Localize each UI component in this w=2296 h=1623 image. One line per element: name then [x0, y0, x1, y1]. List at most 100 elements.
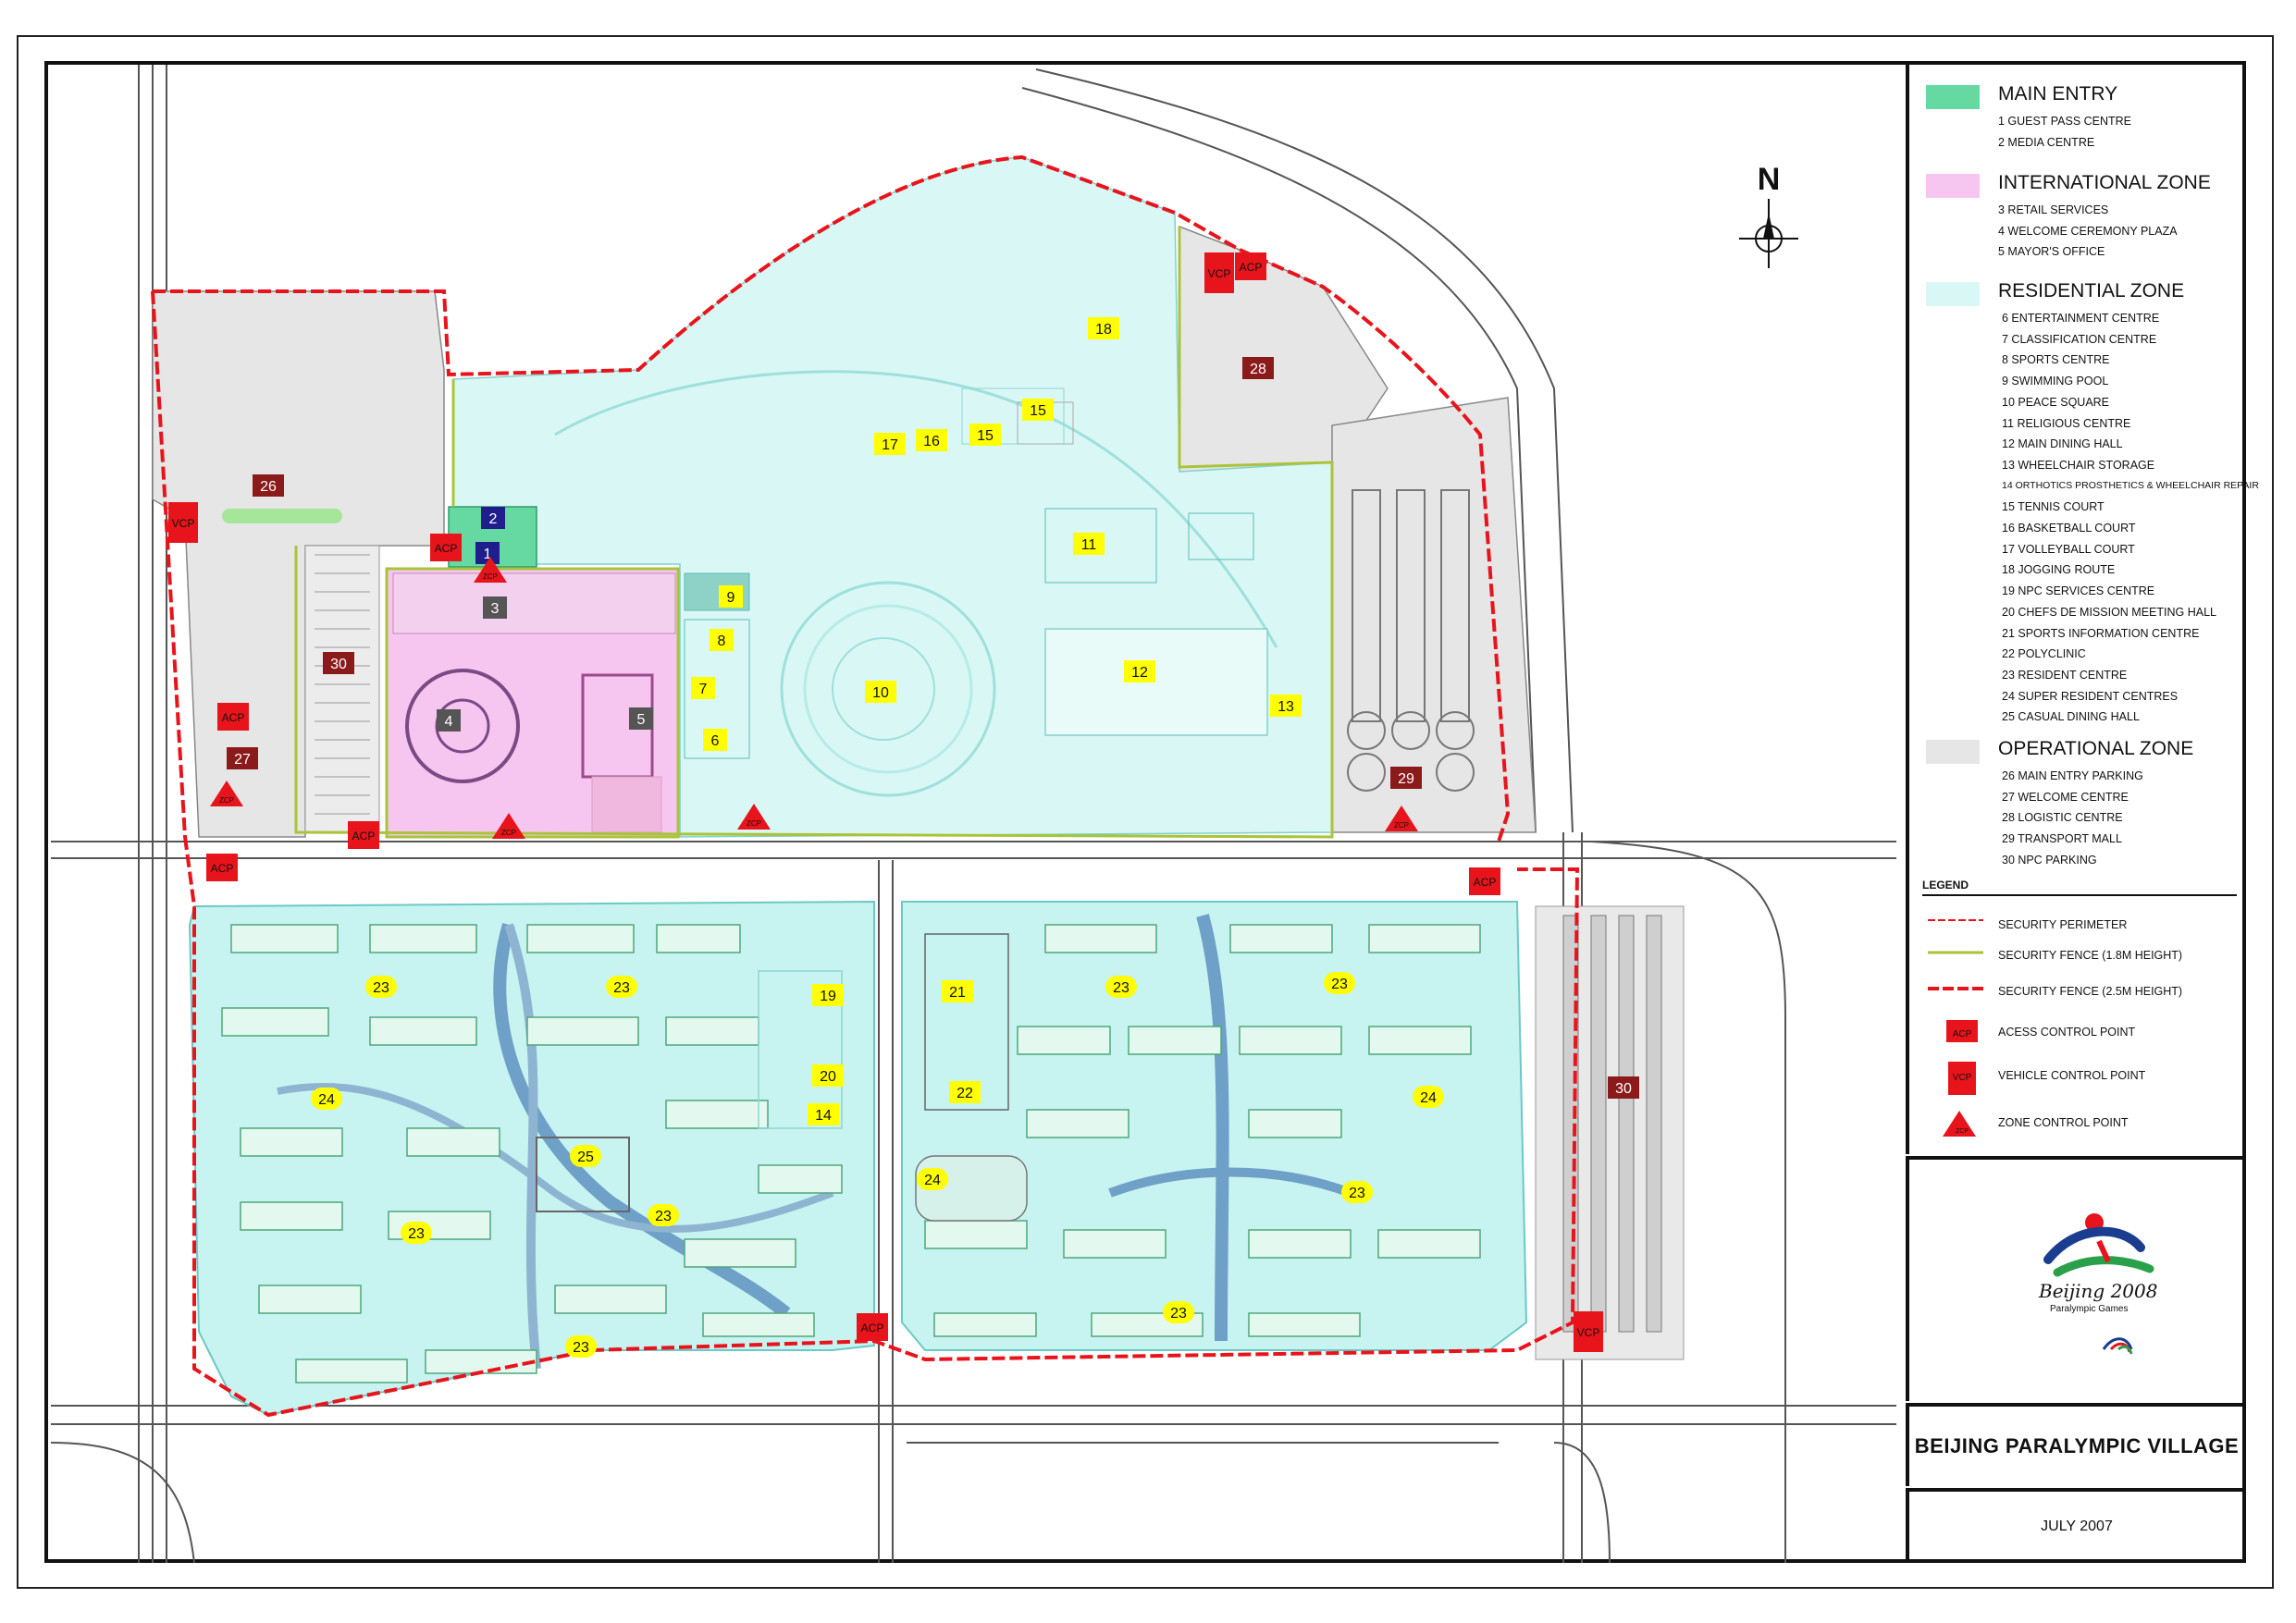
acp-marker: ACP — [206, 854, 238, 881]
svg-text:17: 17 — [882, 437, 898, 453]
legend-item: 10 PEACE SQUARE — [2002, 395, 2110, 409]
zone-marker-30: 30 — [323, 652, 354, 674]
legend-item: 12 MAIN DINING HALL — [2002, 437, 2123, 451]
acp-marker: ACP — [217, 703, 249, 731]
acp-symbol-icon: ACP — [1946, 1020, 1978, 1042]
legend-symbol-label: ZONE CONTROL POINT — [1998, 1116, 2129, 1129]
zone-title: INTERNATIONAL ZONE — [1998, 172, 2211, 193]
npc-parking-stalls — [1562, 915, 1662, 1333]
svg-text:22: 22 — [957, 1086, 973, 1101]
svg-text:30: 30 — [1615, 1081, 1632, 1097]
zone-marker-4: 4 — [437, 709, 461, 732]
svg-text:23: 23 — [613, 980, 630, 996]
site-plan: N 12345678910111213141515161718192021222… — [50, 65, 1896, 1564]
zone-marker-28: 28 — [1242, 357, 1274, 379]
map-date: JULY 2007 — [2041, 1518, 2113, 1534]
zone-marker-15: 15 — [1022, 399, 1054, 421]
zone-marker-13: 13 — [1270, 695, 1302, 717]
zone-marker-24: 24 — [1413, 1086, 1444, 1108]
legend-item: 6 ENTERTAINMENT CENTRE — [2002, 312, 2160, 325]
svg-text:24: 24 — [318, 1092, 335, 1108]
svg-text:VCP: VCP — [1208, 267, 1231, 280]
vcp-symbol-icon: VCP — [1948, 1062, 1976, 1095]
zcp-marker: ZCP — [492, 813, 525, 839]
svg-text:ACP: ACP — [222, 711, 245, 724]
svg-text:3: 3 — [491, 601, 500, 617]
svg-text:30: 30 — [330, 657, 347, 672]
acp-marker: ACP — [1235, 252, 1266, 280]
residential-zone-south — [188, 900, 1528, 1417]
legend-symbol-label: ACESS CONTROL POINT — [1998, 1026, 2136, 1039]
zcp-marker: ZCP — [474, 557, 507, 583]
legend-symbol-label: VEHICLE CONTROL POINT — [1998, 1069, 2146, 1082]
svg-text:ZCP: ZCP — [501, 829, 516, 837]
legend-heading: LEGEND — [1922, 879, 2237, 896]
vcp-marker: VCP — [1574, 1311, 1603, 1352]
map-title: BEIJING PARALYMPIC VILLAGE — [1914, 1434, 2240, 1457]
svg-text:25: 25 — [577, 1150, 594, 1165]
zone-marker-21: 21 — [942, 980, 973, 1002]
vcp-marker: VCP — [168, 502, 198, 543]
svg-text:ZCP: ZCP — [747, 819, 761, 828]
svg-text:10: 10 — [872, 685, 889, 701]
svg-text:VCP: VCP — [172, 517, 195, 530]
international-zone — [385, 567, 680, 839]
legend-symbol-label: SECURITY FENCE (1.8M HEIGHT) — [1998, 949, 2183, 962]
zone-marker-18: 18 — [1088, 317, 1119, 339]
legend-item: 25 CASUAL DINING HALL — [2002, 710, 2140, 724]
zone-marker-8: 8 — [710, 629, 734, 651]
legend-item: 2 MEDIA CENTRE — [1998, 135, 2095, 149]
legend-item: 4 WELCOME CEREMONY PLAZA — [1998, 224, 2178, 238]
zone-title: MAIN ENTRY — [1998, 83, 2118, 105]
svg-text:20: 20 — [820, 1069, 836, 1085]
zone-marker-23: 23 — [1163, 1301, 1194, 1323]
legend-item: 23 RESIDENT CENTRE — [2002, 668, 2128, 682]
svg-text:ACP: ACP — [861, 1322, 884, 1334]
fence25-symbol-icon — [1928, 987, 1983, 990]
zone-marker-1: 1 — [475, 542, 500, 564]
zone-swatch — [1926, 85, 1980, 109]
svg-text:16: 16 — [923, 434, 940, 449]
svg-text:5: 5 — [637, 712, 646, 728]
outer-border — [17, 35, 2274, 1589]
legend-panel: MAIN ENTRY 1 GUEST PASS CENTRE 2 MEDIA CEN… — [1906, 63, 2259, 1154]
svg-text:8: 8 — [718, 633, 726, 649]
zone-marker-23: 23 — [565, 1335, 597, 1358]
svg-text:13: 13 — [1278, 699, 1294, 715]
zone-marker-15: 15 — [969, 424, 1001, 446]
legend-item: 18 JOGGING ROUTE — [2002, 563, 2116, 577]
zone-marker-23: 23 — [401, 1222, 432, 1244]
legend-item: 22 POLYCLINIC — [2002, 647, 2086, 661]
svg-text:ACP: ACP — [352, 830, 376, 842]
zone-marker-22: 22 — [949, 1081, 981, 1103]
legend-item: 5 MAYOR'S OFFICE — [1998, 245, 2105, 259]
legend-item: 24 SUPER RESIDENT CENTRES — [2002, 689, 2179, 703]
svg-text:ACP: ACP — [1474, 876, 1497, 889]
zone-swatch — [1926, 740, 1980, 764]
zcp-marker: ZCP — [1385, 805, 1418, 831]
svg-text:24: 24 — [1420, 1090, 1437, 1106]
zone-marker-7: 7 — [691, 677, 715, 699]
north-arrow: N — [1739, 162, 1798, 268]
zcp-symbol-icon: ZCP — [1943, 1111, 1976, 1137]
legend-item: 30 NPC PARKING — [2002, 853, 2097, 867]
legend-item: 28 LOGISTIC CENTRE — [2002, 811, 2123, 825]
svg-text:18: 18 — [1095, 322, 1112, 338]
legend-item: 11 RELIGIOUS CENTRE — [2002, 416, 2131, 430]
zone-marker-23: 23 — [606, 976, 637, 998]
zone-swatch — [1926, 282, 1980, 306]
residential-blocks — [221, 924, 1481, 1383]
legend-item: 1 GUEST PASS CENTRE — [1998, 115, 2132, 128]
legend-item: 29 TRANSPORT MALL — [2002, 832, 2122, 846]
svg-text:VCP: VCP — [1953, 1073, 1972, 1083]
control-points: VCPVCPVCPACPACPACPACPACPACPACPZCPZCPZCPZ… — [168, 252, 1603, 1352]
zone-marker-23: 23 — [648, 1204, 679, 1226]
svg-text:23: 23 — [1331, 977, 1348, 992]
svg-text:ZCP: ZCP — [1956, 1128, 1969, 1135]
zone-marker-23: 23 — [1341, 1181, 1373, 1203]
paralympic-logo-icon — [2043, 1213, 2154, 1355]
zone-marker-9: 9 — [719, 585, 743, 608]
zone-marker-25: 25 — [570, 1145, 601, 1167]
zone-marker-23: 23 — [365, 976, 397, 998]
